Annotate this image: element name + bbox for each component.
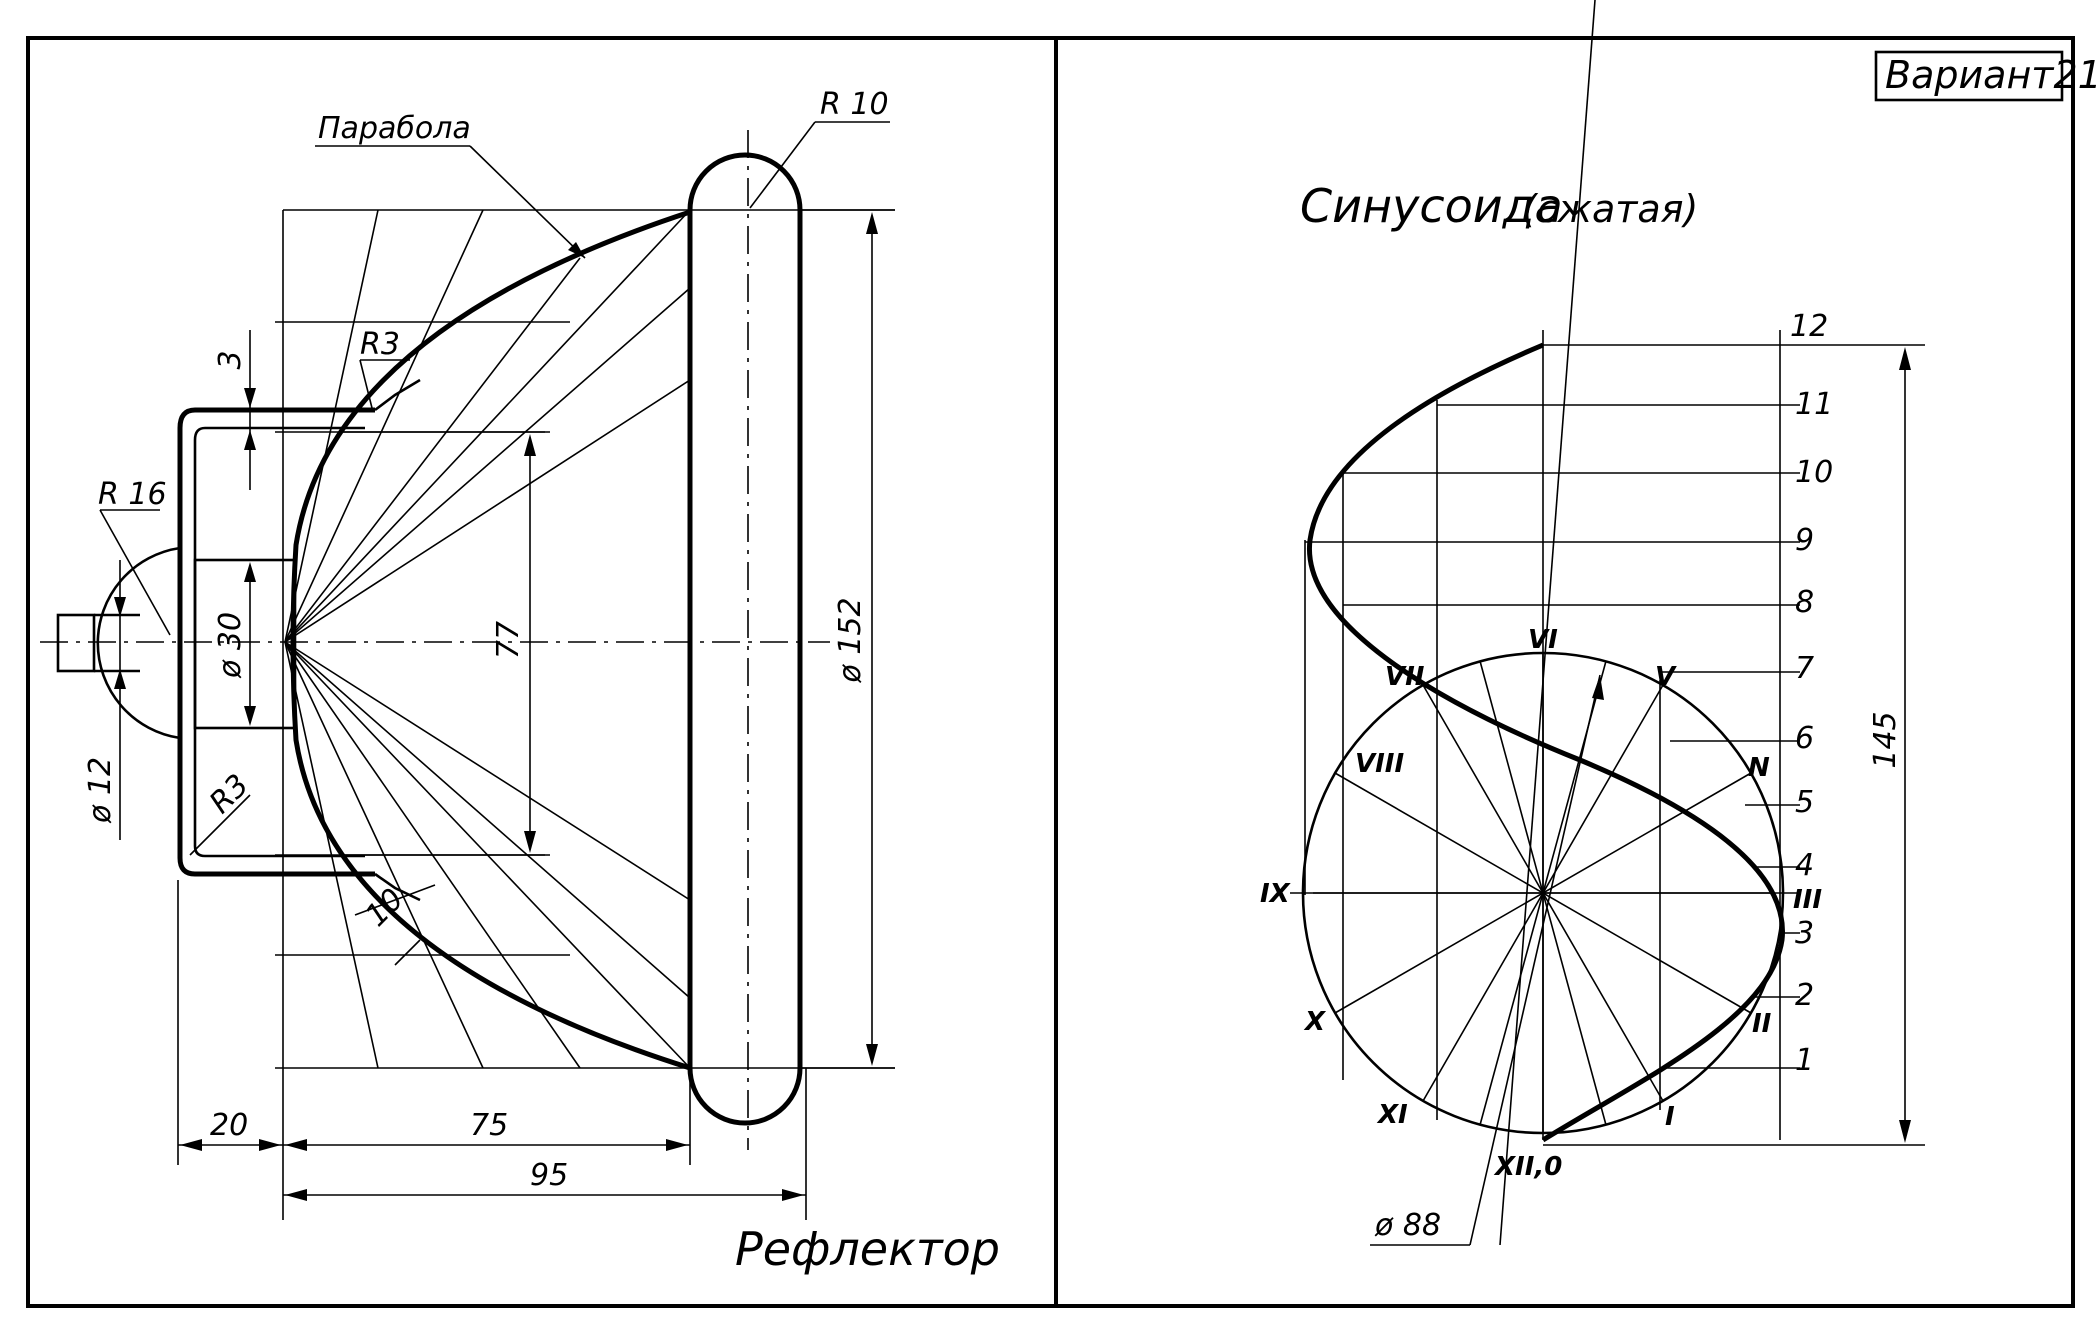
svg-text:11: 11 (1795, 387, 1833, 422)
level-labels: 1 2 3 4 5 6 7 8 9 10 11 12 (1790, 309, 1833, 1078)
parabola-curve (290, 209, 691, 1071)
dim-75-label: 75 (470, 1108, 508, 1143)
svg-text:VII: VII (1385, 662, 1425, 692)
svg-text:I: I (1665, 1102, 1675, 1132)
dim-d30: ø 30 (213, 562, 256, 726)
svg-text:X: X (1303, 1007, 1327, 1037)
rim-section (687, 152, 803, 1126)
r3-top-label: R3 (360, 327, 400, 362)
circle-spokes (1313, 653, 1773, 1133)
svg-text:XI: XI (1376, 1100, 1408, 1130)
sinusoid-curve (1307, 342, 1785, 1143)
dim-77: 77 (340, 431, 550, 856)
svg-text:77: 77 (491, 621, 526, 659)
svg-text:5: 5 (1795, 785, 1814, 820)
diameter-leader: ø 88 (1370, 0, 1604, 1246)
svg-text:ø 12: ø 12 (83, 757, 118, 824)
svg-text:N: N (1748, 753, 1770, 783)
leaders (99, 121, 890, 966)
svg-text:XII,0: XII,0 (1493, 1152, 1562, 1182)
housing-step-bottom (374, 872, 421, 902)
r3-bottom-label: R3 (203, 768, 256, 821)
dim-20-label: 20 (210, 1108, 248, 1143)
sinusoid-drawing: Синусоида (сжатая) (1260, 0, 1925, 1246)
sinusoid-title: Синусоида (1300, 179, 1563, 233)
height-dim: 145 (1868, 347, 1911, 1143)
circle-point-labels: I II III N V VI VII VIII IX X XI XII,0 (1260, 625, 1822, 1182)
sinusoid-subtitle: (сжатая) (1522, 187, 1698, 231)
dim-3: 3 (213, 330, 256, 490)
reflector-title: Рефлектор (735, 1222, 1000, 1276)
housing-step-top (374, 378, 421, 412)
svg-text:3: 3 (213, 350, 248, 369)
svg-text:ø 30: ø 30 (213, 612, 248, 679)
vertical-guides (1304, 330, 1781, 1140)
socket-rect (193, 558, 297, 730)
svg-text:10: 10 (1795, 455, 1833, 490)
svg-text:ø 152: ø 152 (833, 597, 868, 683)
svg-text:VIII: VIII (1355, 749, 1404, 779)
r10-label: R 10 (820, 87, 889, 122)
svg-text:III: III (1793, 885, 1822, 915)
svg-text:1: 1 (1795, 1043, 1814, 1078)
dome-r16 (96, 546, 181, 740)
svg-text:2: 2 (1795, 978, 1814, 1013)
variant-label: Вариант21 (1885, 53, 2098, 97)
parabola-label: Парабола (318, 111, 471, 146)
svg-text:9: 9 (1795, 523, 1814, 558)
svg-text:145: 145 (1868, 711, 1903, 768)
svg-text:V: V (1655, 662, 1677, 692)
dim-bottom (177, 210, 807, 1220)
housing-outline (177, 407, 375, 877)
svg-text:II: II (1752, 1009, 1772, 1039)
construction-rays (284, 209, 691, 1069)
svg-text:ø 88: ø 88 (1374, 1208, 1441, 1243)
svg-text:12: 12 (1790, 309, 1828, 344)
svg-text:IX: IX (1260, 879, 1292, 909)
reflector-drawing: 77 ø 152 ø 30 ø 12 (40, 87, 1000, 1276)
dim-d12: ø 12 (83, 560, 126, 840)
svg-text:6: 6 (1795, 721, 1814, 756)
dim-d152: ø 152 (800, 209, 895, 1069)
pin-stub (56, 613, 96, 673)
right-frame (1054, 36, 2075, 1308)
dim-95-label: 95 (530, 1158, 568, 1193)
variant-box: Вариант21 (1874, 50, 2098, 102)
svg-text:VI: VI (1528, 625, 1558, 655)
r16-label: R 16 (98, 477, 167, 512)
svg-text:7: 7 (1795, 651, 1814, 686)
svg-text:8: 8 (1795, 585, 1814, 620)
svg-text:4: 4 (1795, 848, 1814, 883)
svg-text:3: 3 (1795, 916, 1814, 951)
